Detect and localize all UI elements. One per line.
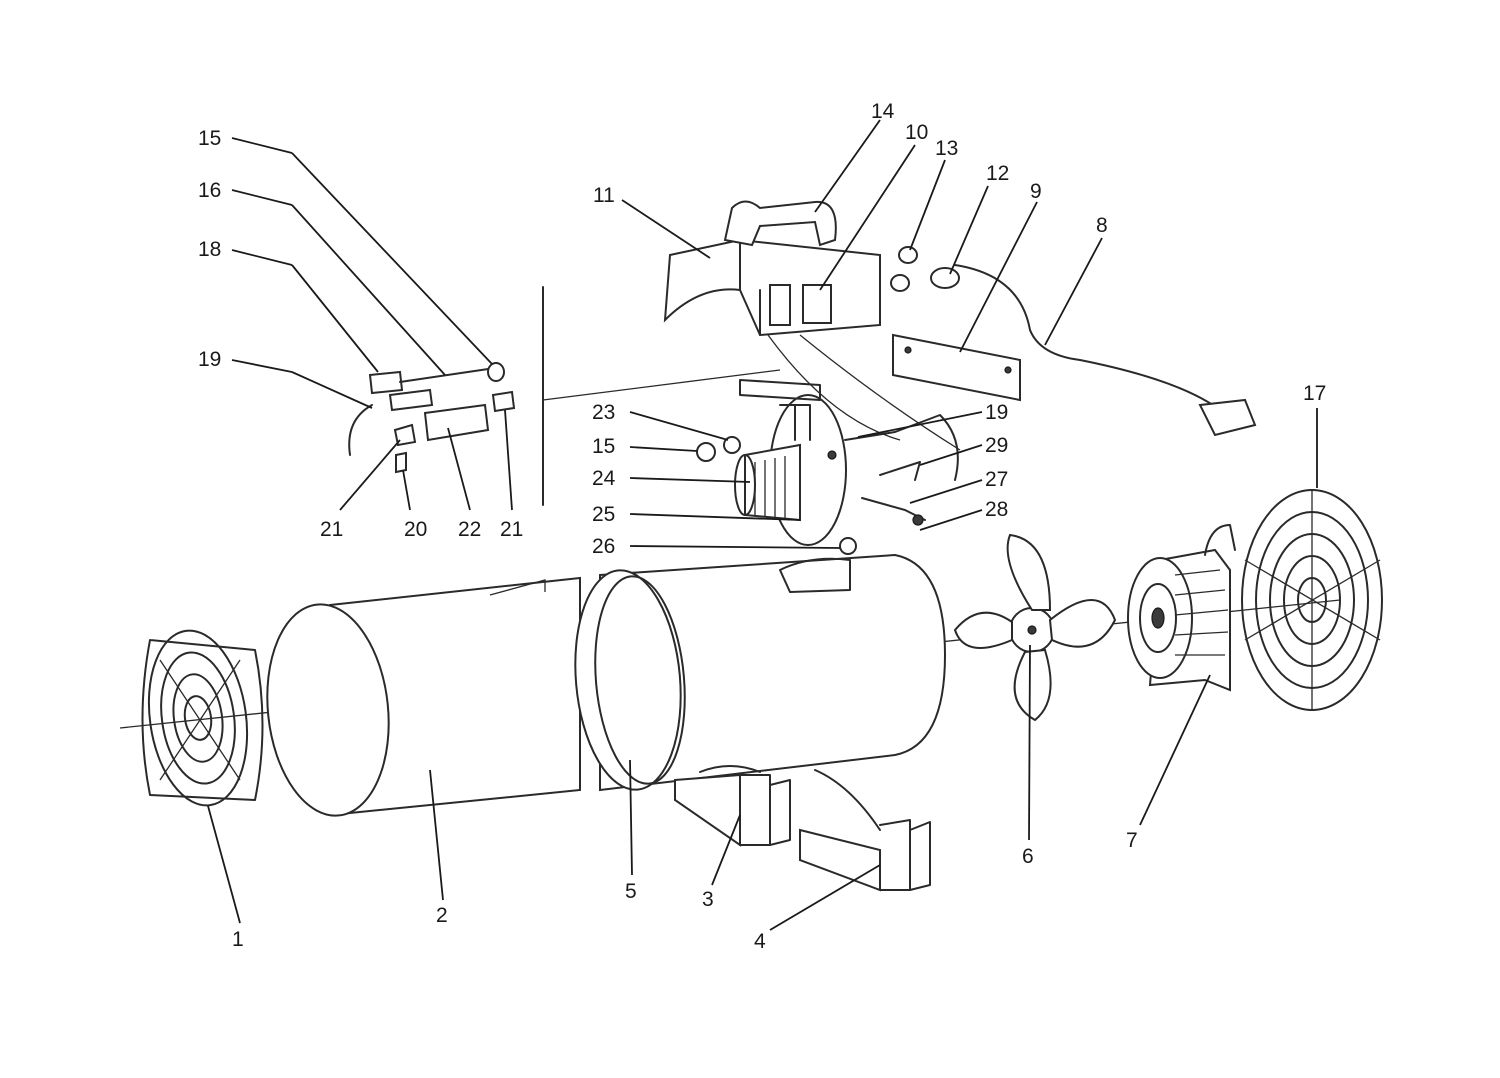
callout-16: 16 bbox=[198, 179, 221, 202]
inner-cylinder bbox=[266, 576, 581, 817]
callout-10: 10 bbox=[905, 121, 928, 144]
callout-11: 11 bbox=[593, 184, 615, 207]
callout-22: 22 bbox=[458, 518, 481, 541]
callout-29: 29 bbox=[985, 434, 1008, 457]
leader-15 bbox=[231, 137, 293, 154]
leader-18b bbox=[291, 264, 379, 373]
leader-24 bbox=[629, 477, 751, 483]
nozzle-nut bbox=[696, 436, 857, 555]
leader-6 bbox=[1028, 644, 1031, 841]
callout-28: 28 bbox=[985, 498, 1008, 521]
leader-8 bbox=[1044, 237, 1103, 346]
leader-1 bbox=[207, 805, 241, 924]
leader-11 bbox=[621, 199, 711, 259]
support-foot-front bbox=[674, 765, 791, 847]
control-box bbox=[663, 238, 961, 451]
electrodes bbox=[844, 414, 959, 526]
outer-casing bbox=[574, 553, 947, 792]
motor bbox=[1127, 524, 1236, 692]
callout-26: 26 bbox=[592, 535, 615, 558]
power-cord bbox=[954, 264, 1257, 437]
fittings bbox=[890, 246, 960, 292]
leader-10 bbox=[819, 144, 916, 291]
leader-28 bbox=[919, 509, 983, 531]
callout-3: 3 bbox=[702, 888, 714, 911]
leader-22 bbox=[447, 427, 471, 511]
callout-2: 2 bbox=[436, 904, 448, 927]
callout-20: 20 bbox=[404, 518, 427, 541]
leader-15-mid bbox=[629, 446, 698, 452]
leader-4 bbox=[769, 864, 881, 931]
callout-9: 9 bbox=[1030, 180, 1042, 203]
callout-19-left: 19 bbox=[198, 348, 221, 371]
leader-15b bbox=[291, 152, 493, 365]
leader-13 bbox=[909, 159, 946, 251]
front-grille bbox=[141, 629, 264, 807]
burner-assembly bbox=[734, 379, 847, 546]
leader-14 bbox=[814, 119, 881, 213]
leader-21-right bbox=[504, 409, 513, 511]
callout-14: 14 bbox=[871, 100, 895, 123]
callout-21-right: 21 bbox=[500, 518, 523, 541]
leader-26 bbox=[629, 545, 841, 549]
leader-16 bbox=[231, 189, 293, 206]
callout-group: 1 2 3 4 5 6 7 8 9 10 11 12 13 bbox=[198, 100, 1326, 953]
callout-25: 25 bbox=[592, 503, 615, 526]
leader-19-right bbox=[857, 411, 983, 438]
callout-23: 23 bbox=[592, 401, 615, 424]
leader-21-left bbox=[339, 439, 401, 511]
callout-13: 13 bbox=[935, 137, 958, 160]
leader-9 bbox=[959, 201, 1038, 353]
leader-23 bbox=[629, 411, 729, 441]
callout-18: 18 bbox=[198, 238, 221, 261]
callout-4: 4 bbox=[754, 930, 766, 953]
callout-5: 5 bbox=[625, 880, 637, 903]
callout-24: 24 bbox=[592, 467, 616, 490]
callout-12: 12 bbox=[986, 162, 1009, 185]
leader-5 bbox=[629, 759, 633, 876]
callout-6: 6 bbox=[1022, 845, 1034, 868]
gas-valve-group bbox=[348, 362, 516, 474]
leader-25 bbox=[629, 513, 801, 521]
callout-19-right: 19 bbox=[985, 401, 1008, 424]
callout-27: 27 bbox=[985, 468, 1008, 491]
leader-12 bbox=[949, 185, 989, 275]
leader-27 bbox=[909, 479, 983, 504]
callout-21-left: 21 bbox=[320, 518, 343, 541]
rear-grille bbox=[1241, 489, 1383, 711]
callout-17: 17 bbox=[1303, 382, 1326, 405]
callout-1: 1 bbox=[232, 928, 244, 951]
leader-16b bbox=[291, 204, 446, 376]
leader-7 bbox=[1139, 674, 1211, 826]
leader-29 bbox=[919, 444, 983, 466]
leader-19-left-b bbox=[291, 371, 373, 409]
leader-2 bbox=[429, 769, 444, 901]
fan-blade bbox=[953, 533, 1117, 722]
leader-19-left bbox=[231, 359, 293, 373]
leader-3 bbox=[711, 814, 741, 886]
callout-15-mid: 15 bbox=[592, 435, 615, 458]
leader-20 bbox=[402, 469, 411, 511]
callout-7: 7 bbox=[1126, 829, 1138, 852]
group-link bbox=[542, 369, 781, 401]
callout-15: 15 bbox=[198, 127, 221, 150]
callout-8: 8 bbox=[1096, 214, 1108, 237]
handle bbox=[723, 200, 837, 247]
cover-plate bbox=[892, 333, 1021, 402]
leader-18 bbox=[231, 249, 293, 266]
support-foot-rear bbox=[799, 769, 931, 892]
